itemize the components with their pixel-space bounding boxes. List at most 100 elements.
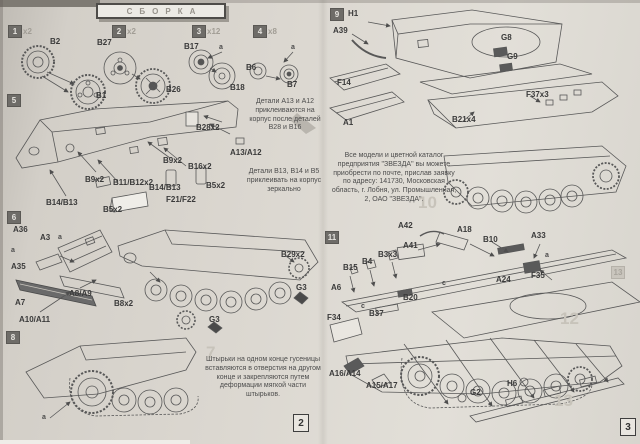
- part-label: B37: [369, 309, 384, 318]
- part-label: B5x2: [103, 205, 123, 214]
- part-label: A36: [13, 225, 28, 234]
- part-label: A35: [11, 262, 26, 271]
- note-mirror-b13: Детали В13, В14 и В5 приклеивать на корп…: [246, 168, 322, 193]
- page-number-right: 3: [620, 418, 636, 436]
- part-label: B5x2: [206, 181, 226, 190]
- part-label: B2: [50, 37, 61, 46]
- scan-edge-shadow: [0, 0, 100, 7]
- part-label: B15: [343, 263, 358, 272]
- diagram-step2-idler: [103, 51, 171, 104]
- part-label: G9: [507, 52, 518, 61]
- part-label: F14: [337, 78, 351, 87]
- part-label: B11/B12x2: [113, 178, 154, 187]
- part-label: A3: [40, 233, 51, 242]
- part-label: A33: [531, 231, 546, 240]
- diagram-step6-bow: [15, 229, 125, 313]
- part-label: A15/A17: [366, 381, 398, 390]
- diagram-step3-roadwheel: [188, 49, 236, 90]
- step-badge-13: 13: [611, 266, 625, 279]
- part-label: A16/A14: [329, 369, 361, 378]
- part-label: B20: [403, 293, 418, 302]
- part-label: A1: [343, 118, 354, 127]
- part-label: B18: [230, 83, 245, 92]
- part-label: A6: [331, 283, 342, 292]
- diagram-step7-suspension: [117, 229, 319, 334]
- part-label: a: [545, 252, 549, 259]
- part-label: B6: [246, 63, 257, 72]
- part-label: B3x3: [378, 250, 398, 259]
- diagram-step9-upperhull: [329, 9, 619, 129]
- step-badge-9: 9: [330, 8, 344, 21]
- step-badge-8: 8: [6, 331, 20, 344]
- part-label: a: [58, 234, 62, 241]
- part-label: B26: [166, 85, 181, 94]
- note-address: Все модели и цветной каталог предприятия…: [331, 152, 457, 203]
- part-label: B10: [483, 235, 498, 244]
- part-label: B14/B13: [46, 198, 78, 207]
- faint-step-number-10: 10: [418, 193, 437, 212]
- diagram-step4-roller: [249, 51, 299, 84]
- part-label: F34: [327, 313, 341, 322]
- part-label: A18: [457, 225, 472, 234]
- step-badge-11: 11: [325, 231, 339, 244]
- part-label: B9x2: [85, 175, 105, 184]
- note-glue-a13: Детали А13 и А12 приклеиваются на корпус…: [249, 98, 321, 132]
- part-label: B8x2: [114, 299, 134, 308]
- part-label: A7: [15, 298, 26, 307]
- part-label: B29x2: [281, 250, 305, 259]
- assembly-header: СБОРКА: [96, 3, 226, 19]
- part-label: G8: [501, 33, 512, 42]
- diagram-step11-deck: [329, 230, 640, 343]
- part-label: A24: [496, 275, 511, 284]
- assembly-header-label: СБОРКА: [126, 6, 203, 16]
- part-label: F35: [531, 271, 545, 280]
- part-label: B21x4: [452, 115, 476, 124]
- part-label: A41: [403, 241, 418, 250]
- part-label: F21/F22: [166, 195, 196, 204]
- step-badge-5: 5: [7, 94, 21, 107]
- scan-edge-highlight: [0, 440, 190, 444]
- part-label: a: [219, 44, 223, 51]
- part-label: G3: [209, 315, 220, 324]
- part-label: H1: [348, 9, 359, 18]
- part-label: H6: [507, 379, 518, 388]
- part-label: a: [291, 44, 295, 51]
- scan-edge-shadow: [100, 0, 640, 3]
- diagram-step1-sprocket: [21, 45, 106, 110]
- diagram-step5-hull: [15, 100, 316, 213]
- scan-edge-shadow: [0, 0, 3, 444]
- diagram-step12-final: [343, 337, 625, 423]
- diagram-step10-hull: [443, 145, 627, 214]
- part-label: A39: [333, 26, 348, 35]
- part-label: c: [361, 303, 365, 310]
- faint-step-number-12: 12: [560, 309, 579, 328]
- part-label: G2: [470, 388, 481, 397]
- part-label: A13/A12: [230, 148, 262, 157]
- part-label: B28x2: [196, 123, 220, 132]
- faint-step-number-13: 13: [554, 391, 573, 410]
- part-label: a: [11, 247, 15, 254]
- part-label: B4: [362, 257, 373, 266]
- part-label: c: [442, 280, 446, 287]
- page-number-left: 2: [293, 414, 309, 432]
- part-label: B7: [287, 80, 298, 89]
- part-label: F37x3: [526, 90, 549, 99]
- diagram-step8-tracks: [25, 337, 199, 419]
- part-label: B9x2: [163, 156, 183, 165]
- part-label: G3: [296, 283, 307, 292]
- part-label: B14/B13: [149, 183, 181, 192]
- step-badge-6: 6: [7, 211, 21, 224]
- part-label: A42: [398, 221, 413, 230]
- part-label: B1: [96, 91, 107, 100]
- part-label: A10/A11: [19, 315, 51, 324]
- part-label: B16x2: [188, 162, 212, 171]
- faint-step-number-7: 7: [206, 343, 216, 362]
- part-label: B17: [184, 42, 199, 51]
- part-label: B27: [97, 38, 112, 47]
